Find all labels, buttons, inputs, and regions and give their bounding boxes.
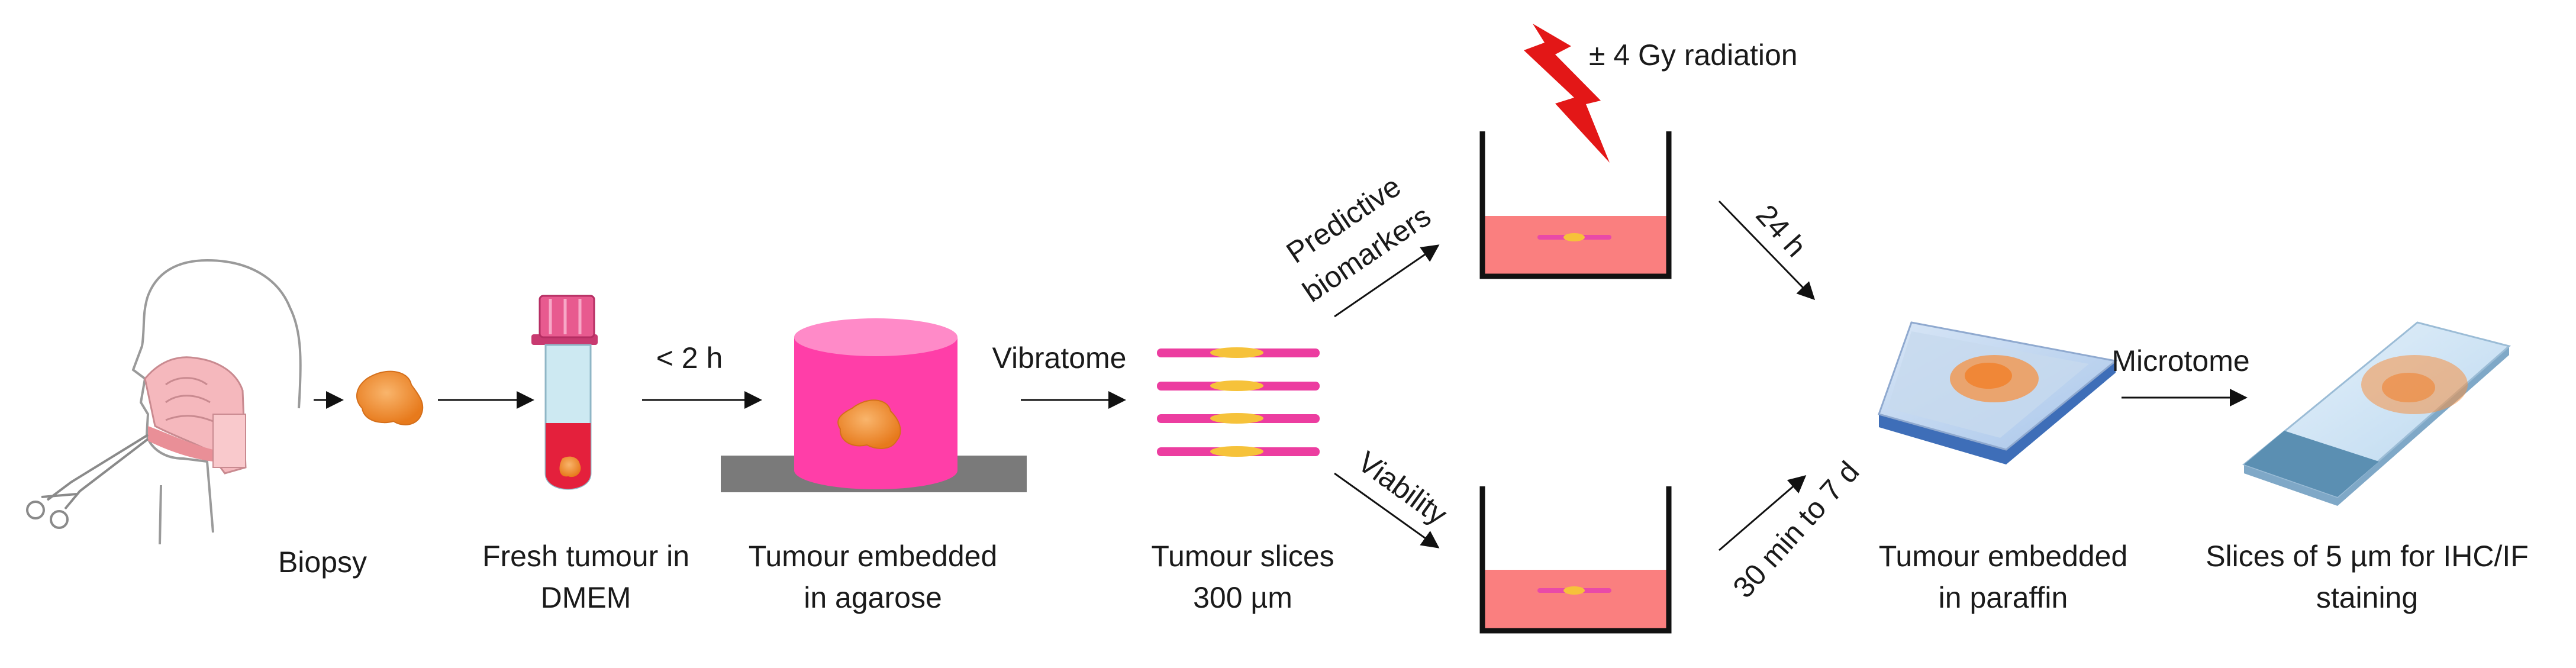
label-tumour-embedded-agarose: Tumour embedded in agarose [748, 540, 998, 614]
label-radiation: ± 4 Gy radiation [1589, 38, 1798, 72]
paraffin-cassette-icon [1878, 321, 2118, 464]
glass-slide-icon [2242, 321, 2511, 506]
tumour-slices-icon [1157, 347, 1320, 457]
label-microtome: Microtome [2111, 344, 2250, 377]
label-fresh-tumour: Fresh tumour in DMEM [482, 540, 690, 614]
arrow-upper-well-to-paraffin [1718, 200, 1816, 301]
embedded-tumour-icon [837, 399, 901, 449]
label-vibratome: Vibratome [992, 341, 1127, 375]
agarose-block-icon [721, 318, 1027, 492]
forceps-icon [26, 434, 149, 529]
label-biopsy: Biopsy [278, 546, 367, 579]
radiation-lightning-icon [1524, 24, 1610, 163]
lower-culture-well-icon [1479, 486, 1672, 634]
tube-tumour-icon [559, 456, 581, 477]
label-tumour-embedded-paraffin: Tumour embedded in paraffin [1878, 540, 2128, 614]
label-final-slices: Slices of 5 µm for IHC/IF staining [2206, 540, 2529, 614]
arrow-slices-to-upper-well [1334, 244, 1440, 318]
arrow-slices-to-lower-well [1334, 472, 1440, 548]
nasal-cavity-icon [144, 356, 247, 475]
upper-culture-well-icon [1479, 131, 1672, 279]
test-tube-icon [531, 295, 598, 490]
biopsy-tumour-icon [356, 370, 424, 425]
arrow-lower-well-to-paraffin [1719, 475, 1807, 551]
label-tumour-slices: Tumour slices 300 µm [1151, 540, 1334, 614]
label-transport-time: < 2 h [656, 341, 723, 375]
